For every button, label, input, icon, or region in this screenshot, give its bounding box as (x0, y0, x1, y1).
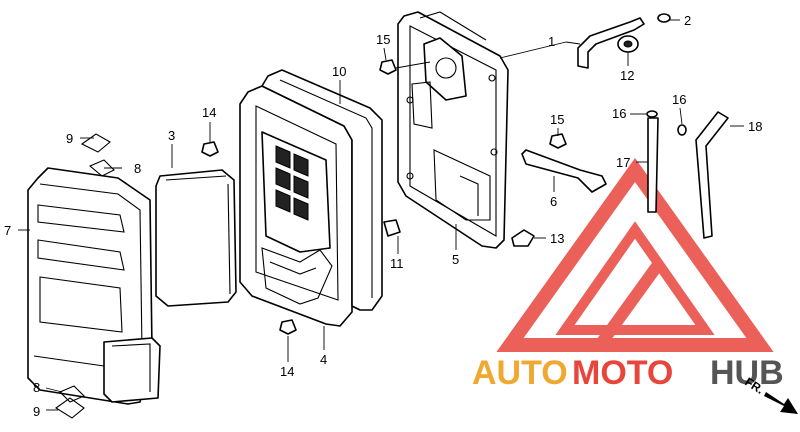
part-10-gasket (261, 69, 383, 311)
label-9-top: 9 (66, 131, 73, 146)
label-2: 2 (684, 13, 691, 28)
part-11-collar (383, 219, 401, 237)
label-6: 6 (550, 194, 557, 209)
label-18: 18 (748, 119, 762, 134)
part-1-tube (577, 17, 645, 69)
label-1: 1 (548, 34, 555, 49)
label-9-bottom: 9 (33, 404, 40, 419)
part-9-clip-top (80, 133, 111, 153)
watermark-wordmark: AUTO MOTO HUB (472, 354, 784, 392)
label-5: 5 (452, 252, 459, 267)
part-9-clip-bottom (55, 397, 85, 419)
watermark-hub: HUB (710, 354, 784, 392)
leader-lines (18, 19, 744, 411)
label-15-left: 15 (376, 32, 390, 47)
label-17: 17 (616, 155, 630, 170)
part-3-element (155, 169, 237, 307)
watermark-moto: MOTO (572, 354, 673, 392)
part-2-clip (657, 13, 671, 23)
part-17-tube (647, 117, 659, 213)
label-7: 7 (4, 223, 11, 238)
watermark-auto: AUTO (472, 354, 568, 392)
part-15-nut-a (379, 59, 397, 75)
part-14-nut-a (201, 141, 219, 157)
part-16-clip-a (646, 110, 658, 118)
label-16-left: 16 (612, 106, 626, 121)
part-14-nut-b (279, 319, 297, 335)
label-3: 3 (168, 128, 175, 143)
label-8-bottom: 8 (33, 380, 40, 395)
part-12-grommet (617, 35, 639, 53)
watermark-logo-triangle (496, 157, 774, 352)
part-number-labels: 1 2 3 4 5 6 7 8 8 9 9 10 11 12 13 14 14 … (4, 13, 762, 419)
label-4: 4 (320, 352, 327, 367)
part-16-clip-b (677, 124, 687, 136)
front-arrow-icon (764, 392, 798, 414)
label-12: 12 (620, 68, 634, 83)
label-10: 10 (332, 64, 346, 79)
part-18-tube (695, 111, 729, 239)
part-6-stay (521, 149, 607, 193)
label-8-top: 8 (134, 161, 141, 176)
part-8-clip-top (88, 159, 115, 177)
label-11: 11 (390, 256, 404, 271)
label-16-right: 16 (672, 92, 686, 107)
part-13-clamp (511, 229, 535, 247)
part-4-inner-cover (239, 85, 353, 327)
part-8-clip-bottom (59, 385, 85, 403)
label-14-bottom: 14 (280, 364, 294, 379)
part-7-outer-cover (27, 167, 161, 405)
label-14-top: 14 (202, 105, 216, 120)
label-13: 13 (550, 231, 564, 246)
label-15-right: 15 (550, 112, 564, 127)
part-15-nut-b (549, 133, 567, 149)
part-5-case (397, 11, 509, 249)
